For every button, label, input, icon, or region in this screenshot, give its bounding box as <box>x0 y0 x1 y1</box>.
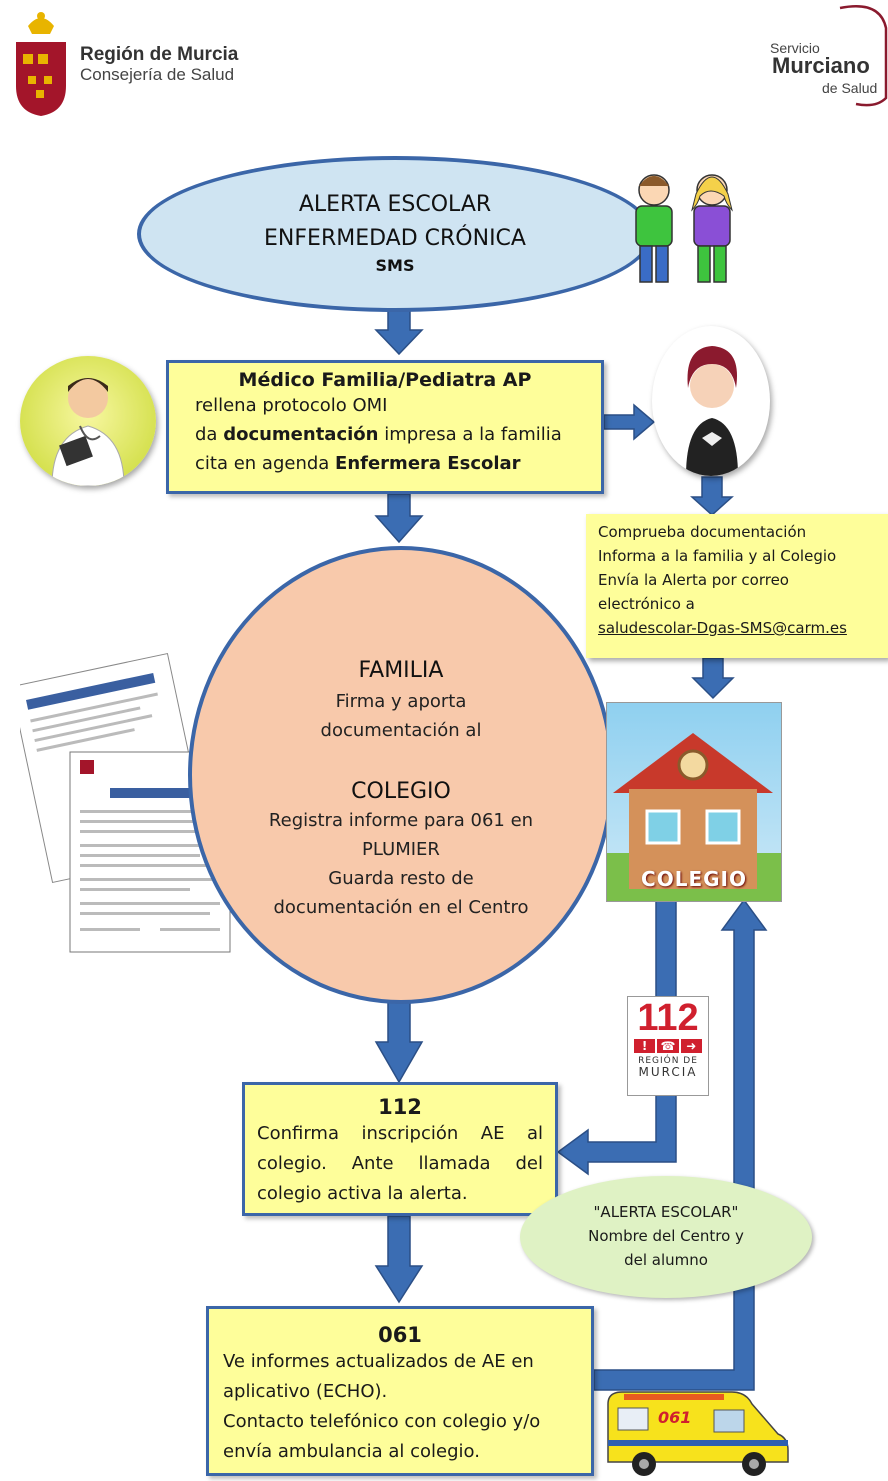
sms-servicio-text: Servicio <box>770 40 820 56</box>
start-line-1: ALERTA ESCOLAR <box>298 192 492 217</box>
familia-colegio-circle: FAMILIA Firma y aporta documentación al … <box>188 546 614 1004</box>
box-061-line-4: envía ambulancia al colegio. <box>223 1441 480 1462</box>
medico-line-1: rellena protocolo OMI <box>195 395 388 416</box>
start-line-2: ENFERMEDAD CRÓNICA <box>264 226 526 251</box>
phone-icon: ☎ <box>657 1039 679 1053</box>
box-112: 112 Confirma inscripción AE al colegio. … <box>242 1082 558 1216</box>
alert-call-line-1: "ALERTA ESCOLAR" <box>593 1203 739 1221</box>
check-line-2: Informa a la familia y al Colegio <box>598 547 837 565</box>
box-061-line-2: aplicativo (ECHO). <box>223 1381 388 1402</box>
enfermera-comprueba-box: Comprueba documentación Informa a la fam… <box>586 514 888 658</box>
colegio-line-3: Guarda resto de <box>328 868 474 889</box>
start-line-3: SMS <box>375 256 415 275</box>
alert-icon: ! <box>634 1039 656 1053</box>
nurse-icon <box>686 346 738 476</box>
check-line-3: Envía la Alerta por correo <box>598 571 789 589</box>
region-murcia-title: Región de Murcia <box>80 44 239 65</box>
medico-familia-box: Médico Familia/Pediatra AP rellena proto… <box>166 360 604 494</box>
alert-call-line-3: del alumno <box>624 1251 708 1269</box>
children-illustration-icon <box>635 174 733 283</box>
box-061-line-1: Ve informes actualizados de AE en <box>223 1351 534 1372</box>
servicio-murciano-salud-logo: Servicio Murciano de Salud <box>740 0 888 110</box>
arrow-check-to-colegio <box>691 657 735 700</box>
ambulance-icon <box>607 1391 789 1476</box>
arrow-112-to-061 <box>374 1215 424 1304</box>
box-061: 061 Ve informes actualizados de AE en ap… <box>206 1306 594 1476</box>
alerta-escolar-call-oval: "ALERTA ESCOLAR" Nombre del Centro y del… <box>520 1176 812 1298</box>
colegio-line-2: PLUMIER <box>362 839 440 860</box>
region-murcia-logo: Región de Murcia Consejería de Salud <box>8 6 268 118</box>
familia-line-1: Firma y aporta <box>335 691 467 712</box>
school-building-icon <box>607 733 781 901</box>
arrow-061-to-colegio <box>593 898 768 1391</box>
box-061-line-3: Contacto telefónico con colegio y/o <box>223 1411 541 1432</box>
medico-line-3: cita en agenda Enfermera Escolar <box>195 453 521 474</box>
colegio-image: COLEGIO <box>606 702 782 902</box>
sms-swoosh-icon <box>839 5 888 107</box>
badge-112-region-murcia: 112 ! ☎ ➜ REGIÓN DE MURCIA <box>627 996 709 1096</box>
box-112-title: 112 <box>378 1095 422 1119</box>
familia-title: FAMILIA <box>358 658 444 683</box>
enfermera-image <box>652 326 770 476</box>
badge-112-number: 112 <box>637 997 699 1039</box>
consejeria-salud-subtitle: Consejería de Salud <box>80 65 235 84</box>
start-oval-alerta-escolar: ALERTA ESCOLAR ENFERMEDAD CRÓNICA SMS <box>137 156 653 312</box>
arrow-medico-to-familia <box>374 493 424 544</box>
doctor-image <box>20 356 156 486</box>
sms-murciano-text: Murciano <box>772 53 870 78</box>
alert-call-line-2: Nombre del Centro y <box>588 1227 744 1245</box>
check-line-4: electrónico a <box>598 595 695 613</box>
medico-title: Médico Familia/Pediatra AP <box>238 369 532 391</box>
box-112-text: Confirma inscripción AE al colegio. Ante… <box>257 1123 543 1204</box>
colegio-image-label: COLEGIO <box>641 867 747 891</box>
ambulance-image: 061 <box>604 1384 796 1480</box>
murcia-shield-icon <box>16 12 66 116</box>
badge-112-line2: MURCIA <box>638 1065 698 1079</box>
box-061-title: 061 <box>378 1323 422 1347</box>
exit-arrow-icon: ➜ <box>680 1039 702 1053</box>
medico-line-2: da documentación impresa a la familia <box>195 424 562 445</box>
sms-salud-text: de Salud <box>822 80 878 96</box>
check-line-1: Comprueba documentación <box>598 523 807 541</box>
colegio-line-1: Registra informe para 061 en <box>268 810 534 831</box>
arrow-start-to-medico <box>374 307 424 356</box>
doctor-icon <box>51 378 125 486</box>
badge-112-line1: REGIÓN DE <box>638 1056 698 1066</box>
arrow-nurse-to-check <box>690 476 734 517</box>
badge-112-icons: ! ☎ ➜ <box>634 1039 702 1053</box>
colegio-title: COLEGIO <box>351 779 451 804</box>
arrow-medico-to-nurse <box>603 403 656 441</box>
colegio-line-4: documentación en el Centro <box>273 897 529 918</box>
familia-line-2: documentación al <box>320 720 482 741</box>
ambulance-label: 061 <box>658 1408 692 1427</box>
arrow-familia-to-112 <box>374 1001 424 1084</box>
check-email-link[interactable]: saludescolar-Dgas-SMS@carm.es <box>598 619 847 637</box>
